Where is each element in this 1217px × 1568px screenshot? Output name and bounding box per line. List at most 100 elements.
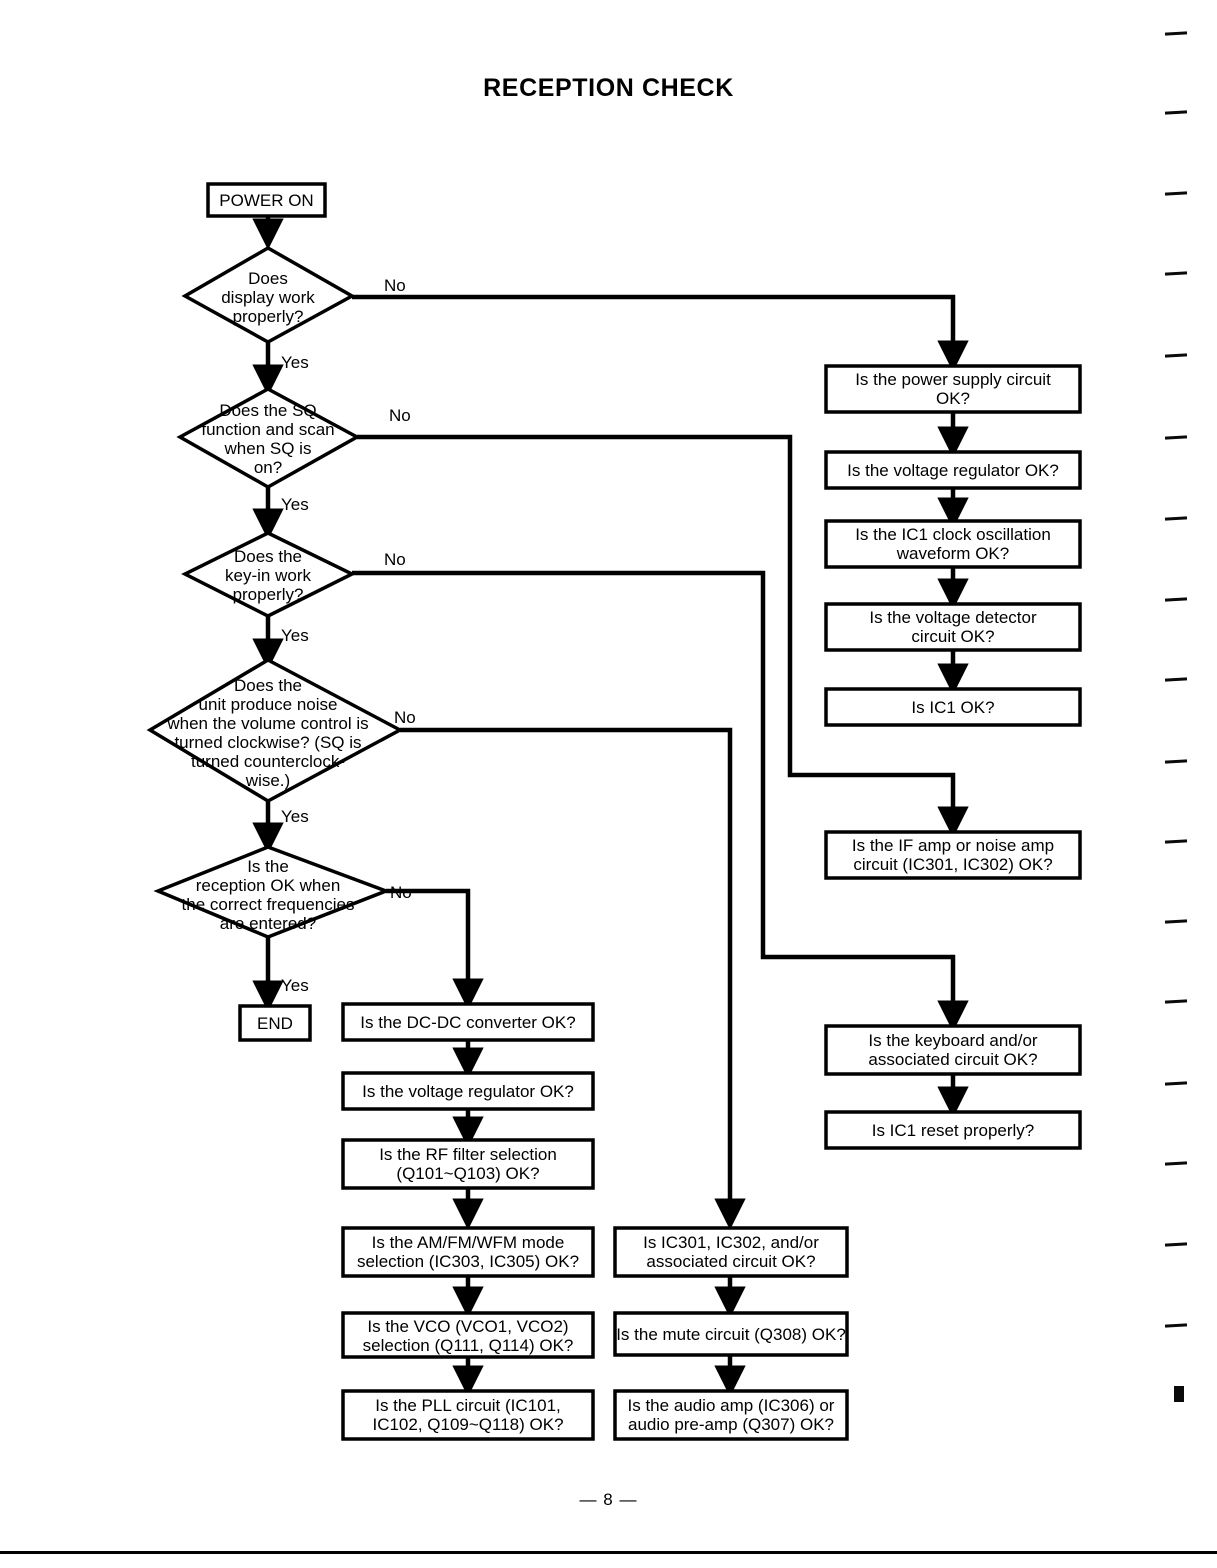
start-node-label: POWER ON: [219, 191, 313, 210]
margin-tick: [1164, 919, 1188, 924]
margin-tick: [1164, 1161, 1188, 1166]
decision-line: reception OK when: [196, 876, 341, 895]
label-d5-no: No: [390, 883, 412, 902]
label-d1-yes: Yes: [281, 353, 309, 372]
decision-line: Does the: [234, 547, 302, 566]
page-title-text: RECEPTION CHECK: [483, 74, 734, 102]
process-audio-amp[interactable]: Is the audio amp (IC306) or audio pre-am…: [613, 1389, 849, 1441]
box-line: Is the audio amp (IC306) or: [628, 1396, 835, 1415]
edge-d3-no: [352, 570, 969, 1032]
box-line: associated circuit OK?: [646, 1252, 815, 1271]
label-d5-yes: Yes: [281, 976, 309, 995]
decision-line: function and scan: [201, 420, 334, 439]
decision-line: Does the: [234, 676, 302, 695]
margin-tick: [1164, 1323, 1188, 1328]
edge-d5-no: [386, 888, 484, 1010]
decision-line: properly?: [233, 585, 304, 604]
box-line: selection (IC303, IC305) OK?: [357, 1252, 579, 1271]
decision-line: turned clockwise? (SQ is: [174, 733, 361, 752]
label-d3-yes: Yes: [281, 626, 309, 645]
process-mute-circuit[interactable]: Is the mute circuit (Q308) OK?: [613, 1311, 849, 1357]
box-line: Is the RF filter selection: [379, 1145, 557, 1164]
decision-line: display work: [221, 288, 315, 307]
box-line: Is the voltage regulator OK?: [847, 461, 1059, 480]
margin-tick: [1164, 31, 1188, 36]
margin-tick: [1164, 1242, 1188, 1247]
process-ic1-clock-oscillation[interactable]: Is the IC1 clock oscillation waveform OK…: [824, 519, 1082, 569]
box-line: selection (Q111, Q114) OK?: [363, 1336, 574, 1355]
box-line: Is IC301, IC302, and/or: [643, 1233, 819, 1252]
margin-tick: [1164, 759, 1188, 764]
margin-tick: [1174, 1386, 1184, 1402]
box-line: audio pre-amp (Q307) OK?: [628, 1415, 834, 1434]
process-power-supply-circuit[interactable]: Is the power supply circuit OK?: [824, 364, 1082, 414]
decision-line: wise.): [245, 771, 290, 790]
process-rf-filter-selection[interactable]: Is the RF filter selection (Q101~Q103) O…: [341, 1138, 595, 1190]
margin-tick-marks: [1160, 0, 1217, 1568]
decision-reception-ok[interactable]: Is the reception OK when the correct fre…: [153, 845, 391, 939]
decision-line: are entered?: [220, 914, 316, 933]
process-ic1-reset[interactable]: Is IC1 reset properly?: [824, 1110, 1082, 1150]
box-line: circuit OK?: [911, 627, 994, 646]
decision-display-works[interactable]: Does display work properly?: [181, 245, 356, 344]
decision-line: on?: [254, 458, 282, 477]
label-d2-yes: Yes: [281, 495, 309, 514]
box-line: OK?: [936, 389, 970, 408]
process-voltage-regulator-power[interactable]: Is the voltage regulator OK?: [824, 450, 1082, 490]
process-pll-circuit[interactable]: Is the PLL circuit (IC101, IC102, Q109~Q…: [341, 1389, 595, 1441]
process-if-amp-noise-amp[interactable]: Is the IF amp or noise amp circuit (IC30…: [824, 830, 1082, 880]
edge-labels: No Yes No Yes No Yes No Yes No Yes: [281, 276, 416, 995]
decision-line: key-in work: [225, 566, 311, 585]
process-ic301-ic302-associated[interactable]: Is IC301, IC302, and/or associated circu…: [613, 1226, 849, 1278]
label-d3-no: No: [384, 550, 406, 569]
process-is-ic1-ok[interactable]: Is IC1 OK?: [824, 687, 1082, 727]
margin-tick: [1164, 677, 1188, 682]
end-node[interactable]: END: [238, 1004, 312, 1042]
box-line: Is the PLL circuit (IC101,: [375, 1396, 561, 1415]
decision-line: Does: [248, 269, 288, 288]
decision-line: Is the: [247, 857, 289, 876]
process-keyboard-circuit[interactable]: Is the keyboard and/or associated circui…: [824, 1024, 1082, 1076]
label-d2-no: No: [389, 406, 411, 425]
box-line: Is the IF amp or noise amp: [852, 836, 1054, 855]
decision-unit-noise[interactable]: Does the unit produce noise when the vol…: [146, 657, 404, 804]
box-line: Is IC1 OK?: [911, 698, 994, 717]
decision-line: unit produce noise: [199, 695, 338, 714]
box-line: Is the VCO (VCO1, VCO2): [367, 1317, 568, 1336]
edge-d2-no: [357, 434, 969, 838]
margin-tick: [1164, 435, 1188, 440]
process-voltage-detector-circuit[interactable]: Is the voltage detector circuit OK?: [824, 602, 1082, 652]
label-d1-no: No: [384, 276, 406, 295]
box-line: IC102, Q109~Q118) OK?: [372, 1415, 563, 1434]
decision-sq-function[interactable]: Does the SQ function and scan when SQ is…: [176, 387, 361, 490]
decision-key-in[interactable]: Does the key-in work properly?: [181, 531, 356, 618]
margin-tick: [1164, 1081, 1188, 1086]
decision-line: the correct frequencies: [182, 895, 355, 914]
decision-line: turned counterclock-: [191, 752, 345, 771]
label-d4-yes: Yes: [281, 807, 309, 826]
page-number: — 8 —: [579, 1490, 638, 1509]
margin-tick: [1164, 516, 1188, 521]
decision-line: when the volume control is: [166, 714, 368, 733]
box-line: Is the IC1 clock oscillation: [855, 525, 1051, 544]
process-dc-dc-converter[interactable]: Is the DC-DC converter OK?: [341, 1002, 595, 1042]
process-am-fm-wfm-mode[interactable]: Is the AM/FM/WFM mode selection (IC303, …: [341, 1226, 595, 1278]
box-line: associated circuit OK?: [868, 1050, 1037, 1069]
margin-tick: [1164, 271, 1188, 276]
start-node[interactable]: POWER ON: [206, 182, 327, 218]
edge-d1-no: [352, 294, 969, 372]
margin-tick: [1164, 353, 1188, 358]
process-vco-selection[interactable]: Is the VCO (VCO1, VCO2) selection (Q111,…: [341, 1311, 595, 1359]
box-line: Is the mute circuit (Q308) OK?: [616, 1325, 846, 1344]
process-voltage-regulator-reception[interactable]: Is the voltage regulator OK?: [341, 1071, 595, 1111]
margin-tick: [1164, 191, 1188, 196]
box-line: circuit (IC301, IC302) OK?: [853, 855, 1052, 874]
margin-tick: [1164, 839, 1188, 844]
box-line: (Q101~Q103) OK?: [396, 1164, 539, 1183]
decision-line: when SQ is: [224, 439, 312, 458]
box-line: Is the keyboard and/or: [868, 1031, 1038, 1050]
connector-lines: [252, 216, 969, 1397]
bottom-edge-rule: [0, 1551, 1217, 1554]
